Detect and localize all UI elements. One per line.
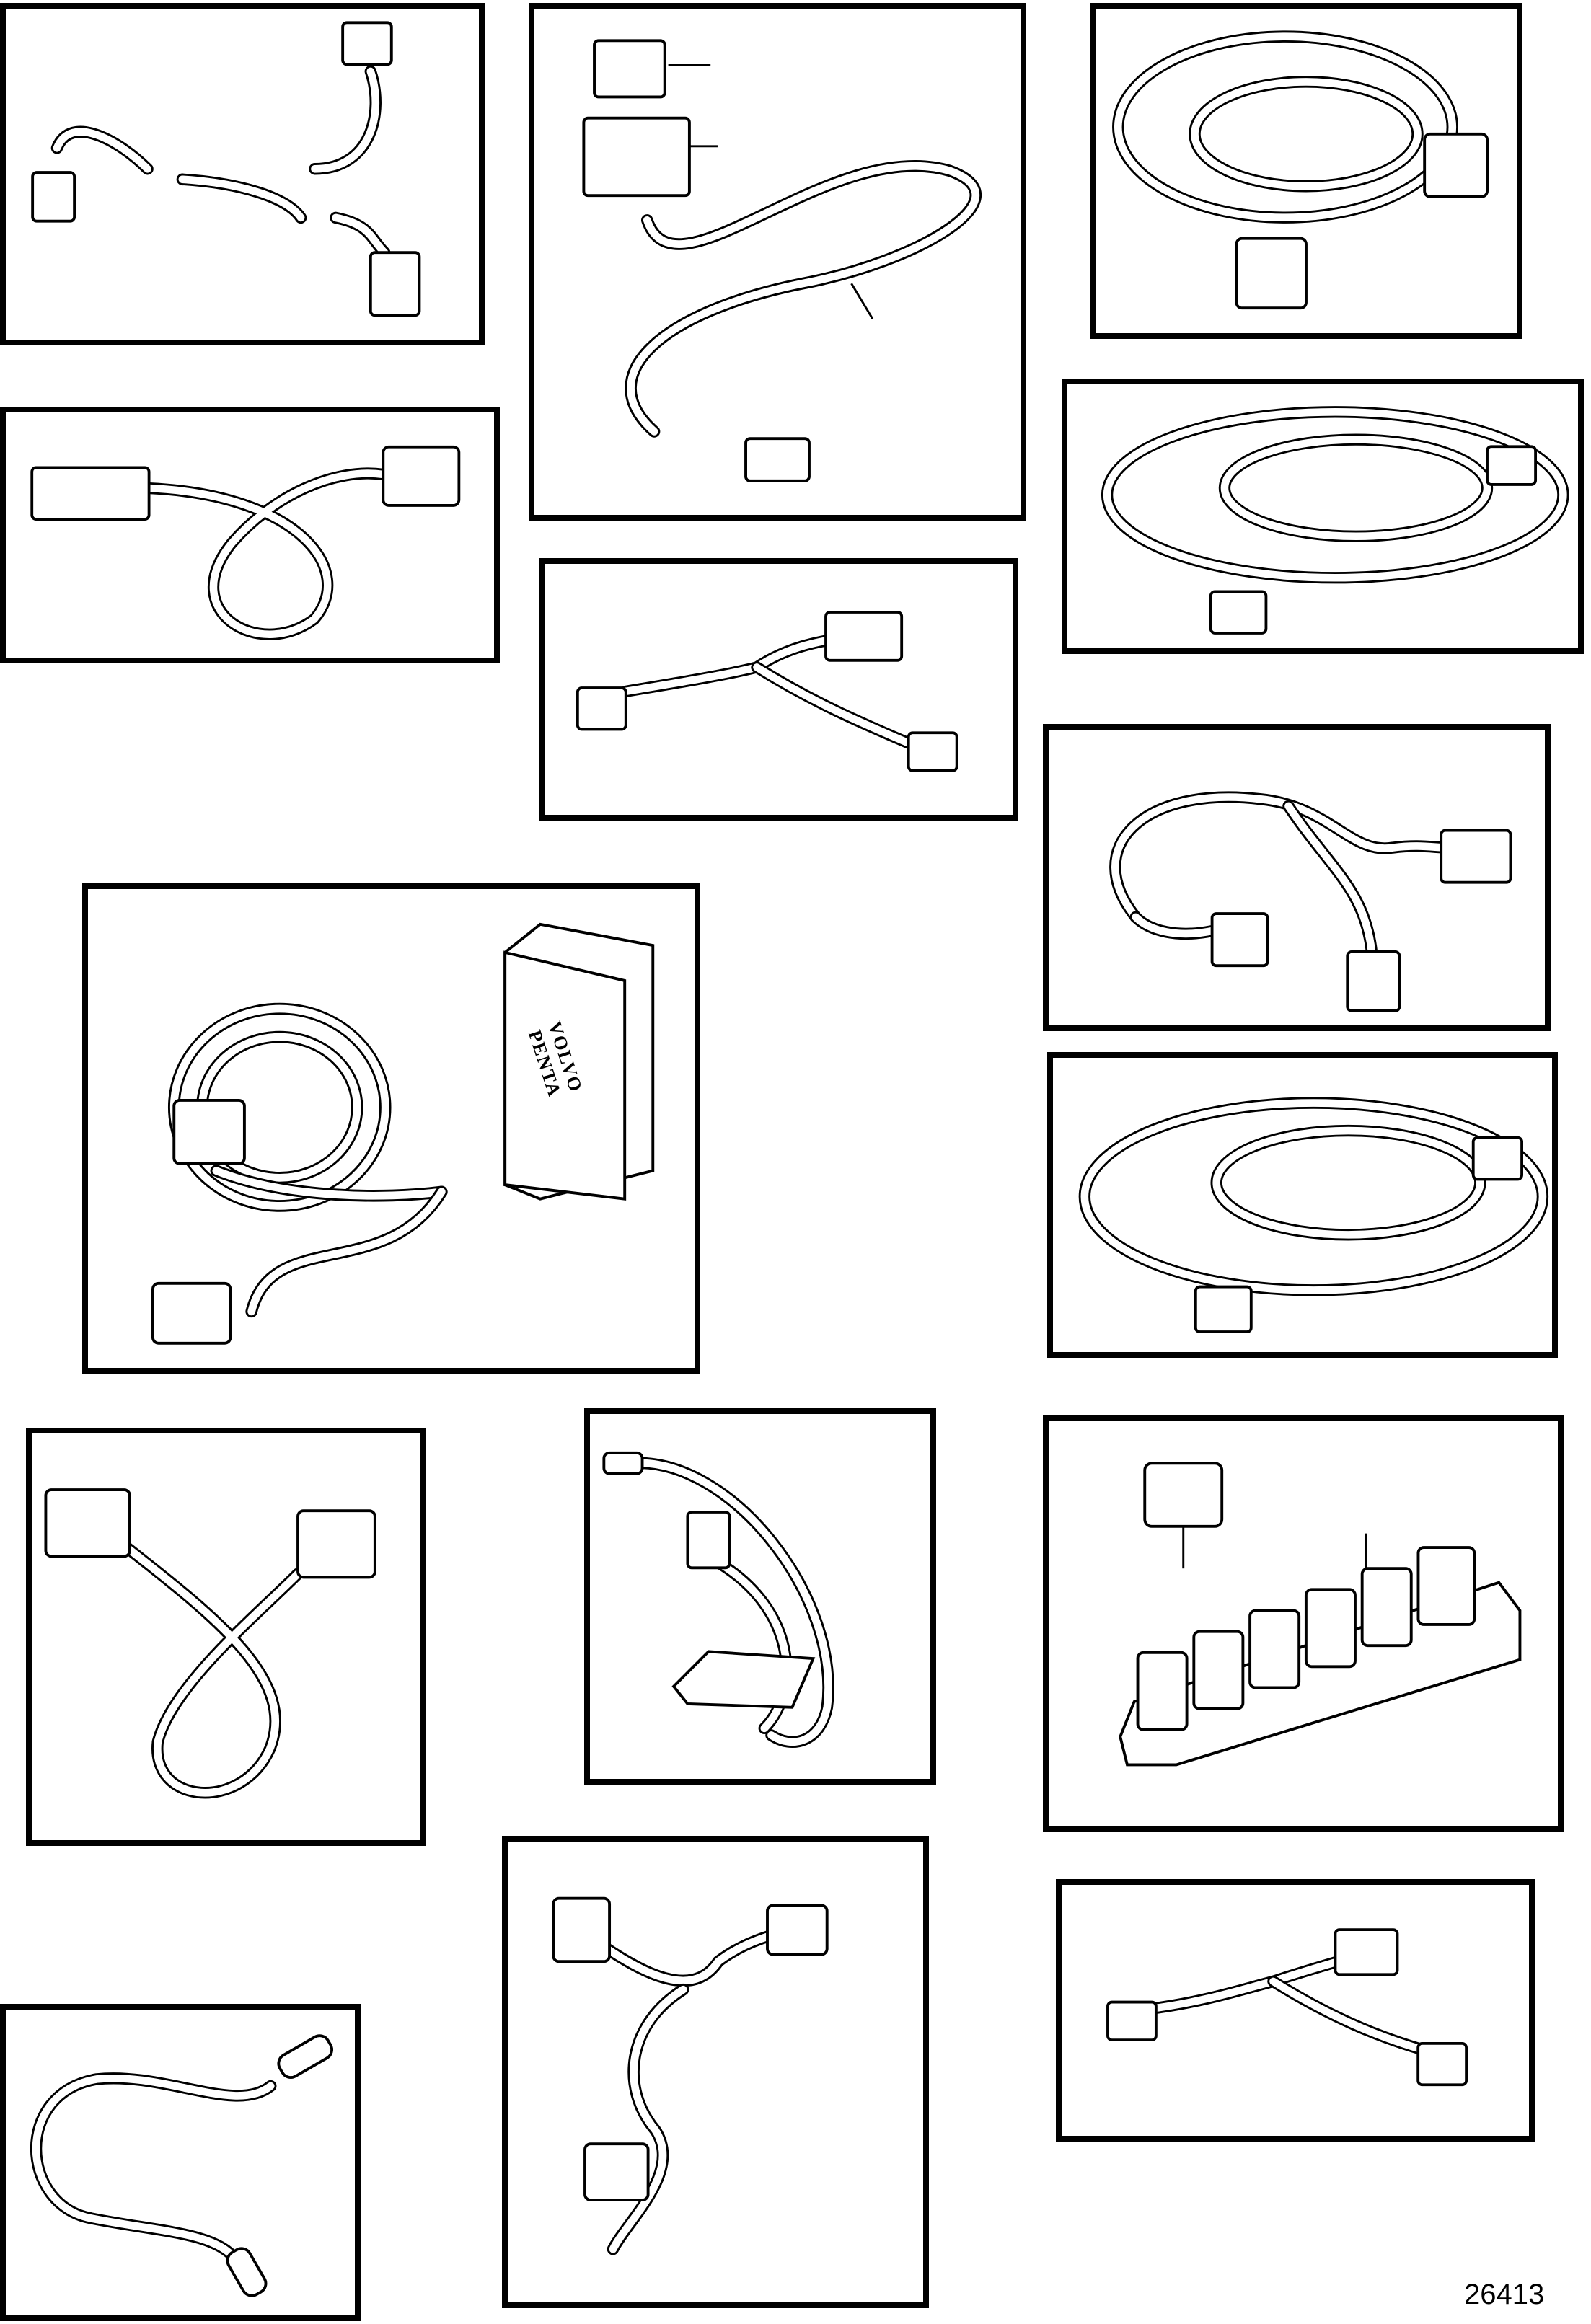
- control-module-drawing: [151, 922, 655, 1345]
- interface-box-drawing: [602, 1451, 834, 1749]
- y-adapter-1-drawing: [576, 611, 958, 772]
- looped-adapter-drawing: [30, 445, 461, 640]
- ring-terminal-cable-drawing: [30, 2034, 334, 2297]
- panel-y-split-harness-2: [1043, 724, 1551, 1031]
- connector-block-drawing: [1119, 1462, 1522, 1767]
- panel-coiled-extension-2: [1062, 379, 1584, 654]
- panel-interface-box: [584, 1408, 936, 1785]
- looped-cable-drawing: [44, 1488, 376, 1799]
- panel-y-split-harness: [0, 3, 485, 345]
- panel-three-way-harness: [502, 1836, 929, 2308]
- panel-relay-harness: [529, 3, 1026, 521]
- relay-harness-drawing: [582, 39, 982, 482]
- panel-looped-adapter: [0, 407, 500, 663]
- panel-coiled-extension-3: [1047, 1052, 1558, 1358]
- y-adapter-2-drawing: [1106, 1928, 1468, 2087]
- panel-connector-block: [1043, 1415, 1564, 1832]
- three-way-harness-drawing: [552, 1896, 829, 2255]
- panel-y-adapter-1: [539, 558, 1018, 821]
- panel-control-module: VOLVO PENTA: [82, 883, 700, 1374]
- coiled-extension-2-drawing: [1101, 406, 1569, 635]
- coiled-extension-1-drawing: [1112, 30, 1489, 310]
- y-split-harness-drawing: [31, 21, 421, 317]
- figure-number: 26413: [1464, 2279, 1545, 2310]
- panel-looped-cable: [26, 1428, 426, 1846]
- panel-ring-terminal-cable: [0, 2004, 361, 2321]
- y-split-harness-2-drawing: [1109, 791, 1512, 1012]
- panel-coiled-extension-1: [1090, 3, 1522, 339]
- panel-y-adapter-2: [1056, 1879, 1535, 2142]
- coiled-extension-3-drawing: [1078, 1097, 1549, 1334]
